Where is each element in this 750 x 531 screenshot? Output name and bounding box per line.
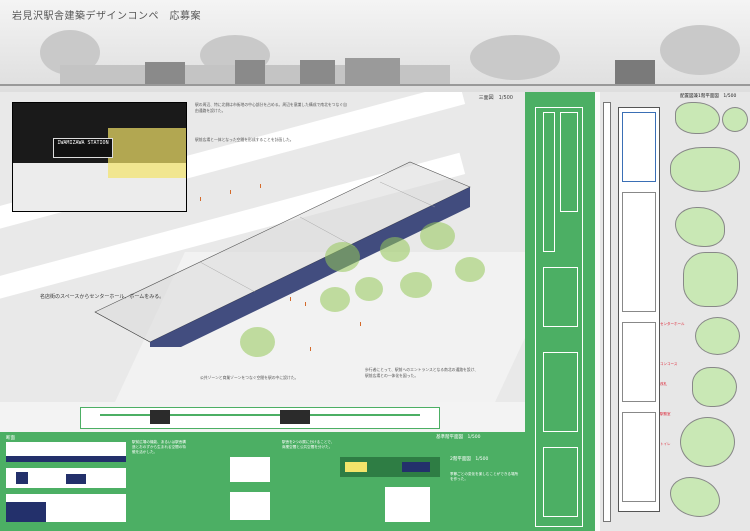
plan-tag: 改札 bbox=[660, 382, 667, 386]
interior-caption: 名店街のスペースからセンターホール、ホームをみる。 bbox=[40, 294, 165, 300]
tree bbox=[380, 237, 410, 262]
green-area bbox=[670, 477, 720, 517]
ground-line bbox=[0, 84, 750, 86]
section-volume bbox=[280, 410, 310, 424]
green-area bbox=[692, 367, 737, 407]
perspective-scale-label: 三面図 1/500 bbox=[478, 95, 513, 101]
side-plan-outline bbox=[535, 107, 583, 527]
tree bbox=[400, 272, 432, 298]
green-area bbox=[683, 252, 738, 307]
perspective-view: 三面図 1/500 IWAMIZAWA STATION 名店街のスペースからセン… bbox=[0, 92, 525, 402]
person bbox=[230, 190, 231, 194]
section-drawing bbox=[0, 402, 525, 432]
side-plan-strip bbox=[525, 92, 595, 531]
station-plan bbox=[618, 107, 660, 512]
section-diagram-bottom bbox=[6, 494, 126, 522]
plan-tag: コンコース bbox=[660, 362, 678, 366]
elevation-volume bbox=[345, 58, 400, 84]
tree bbox=[240, 327, 275, 357]
side-plan-room bbox=[543, 267, 578, 327]
site-plan-scale-label: 配置図兼1階平面図 1/500 bbox=[680, 94, 737, 99]
diagram-block bbox=[16, 472, 28, 484]
section-outline bbox=[80, 407, 440, 429]
green-area bbox=[675, 102, 720, 134]
tree bbox=[320, 287, 350, 312]
green-area bbox=[695, 317, 740, 355]
plan-tag: トイレ bbox=[660, 442, 671, 446]
description-bottom-left: 公共ゾーンと商業ゾーンをつなぐ空間を駅の中に設けた。 bbox=[200, 375, 299, 380]
plan-zone bbox=[622, 112, 656, 182]
diagram-box bbox=[230, 492, 270, 520]
second-floor-header: 2階平面図 1/500 bbox=[450, 457, 489, 462]
side-plan-room bbox=[543, 352, 578, 432]
elevation-volume bbox=[615, 60, 655, 84]
section-diagram-top bbox=[6, 442, 126, 462]
tree-silhouette bbox=[470, 35, 560, 80]
plan-zone bbox=[622, 412, 656, 502]
green-area bbox=[722, 107, 748, 132]
plan-header: 基準階平面図 1/500 bbox=[436, 435, 481, 440]
diagram-band bbox=[6, 456, 126, 462]
tree bbox=[420, 222, 455, 250]
green-area bbox=[680, 417, 735, 467]
site-plan: 配置図兼1階平面図 1/500 センターホール コンコース 改札 駅務室 トイレ bbox=[600, 92, 750, 531]
panel-text-2: 駅舎を2つの層に分けることで、商業空間と公共空間を分けた。 bbox=[282, 440, 335, 449]
green-area bbox=[670, 147, 740, 192]
diagram-tag bbox=[402, 462, 430, 472]
tree-silhouette bbox=[660, 25, 740, 75]
section-volume bbox=[150, 410, 170, 424]
plan-tag: センターホール bbox=[660, 322, 685, 326]
person bbox=[260, 184, 261, 188]
diagram-block bbox=[66, 474, 86, 484]
diagram-box bbox=[230, 457, 270, 482]
person bbox=[290, 297, 291, 301]
green-area bbox=[675, 207, 725, 247]
platform bbox=[603, 102, 611, 522]
panel-text-3: 季節ごとの変化を楽しむことができる場所を作った。 bbox=[450, 472, 519, 481]
plan-tag: 駅務室 bbox=[660, 412, 671, 416]
elevation-band: 岩見沢駅舎建築デザインコンペ 応募案 bbox=[0, 0, 750, 92]
elevation-volume bbox=[145, 62, 185, 84]
station-sign: IWAMIZAWA STATION bbox=[53, 138, 113, 158]
plan-zone bbox=[622, 322, 656, 402]
person bbox=[200, 197, 201, 201]
description-mid: 駅前広場と一体となった空間を形成することを計画した。 bbox=[195, 137, 294, 142]
description-top: 駅の周辺、特に北側は市街地の中心部分を占める。周辺を意識した構成で南北をつなぐ自… bbox=[195, 102, 347, 113]
plan-zone bbox=[622, 192, 656, 312]
bottom-panel: 断面 駅前広場の機能、あるいは駅舎構造とおのずから生まれる空間の特徴を活かした。… bbox=[0, 432, 525, 531]
elevation-volume bbox=[300, 60, 335, 84]
person bbox=[310, 347, 311, 351]
interior-perspective: IWAMIZAWA STATION bbox=[12, 102, 187, 212]
diagram-box bbox=[385, 487, 430, 522]
section-diagram-mid bbox=[6, 468, 126, 488]
diagram-tag bbox=[345, 462, 367, 472]
interior-light bbox=[108, 128, 186, 178]
diagram-block bbox=[6, 502, 46, 522]
page-title: 岩見沢駅舎建築デザインコンペ 応募案 bbox=[12, 11, 201, 22]
panel-text-1: 駅前広場の機能、あるいは駅舎構造とおのずから生まれる空間の特徴を活かした。 bbox=[132, 440, 186, 454]
tree bbox=[325, 242, 360, 272]
section-header: 断面 bbox=[6, 436, 15, 441]
person bbox=[305, 302, 306, 306]
diagram-strip bbox=[340, 457, 440, 477]
station-roof bbox=[94, 161, 471, 347]
tree bbox=[455, 257, 485, 282]
tree bbox=[355, 277, 383, 301]
description-bottom-right: 歩行者にとって、駅前へのエントランスとなる南北の通路を設け、駅前広場との一体化を… bbox=[365, 367, 479, 378]
elevation-volume bbox=[235, 60, 265, 84]
side-plan-room bbox=[543, 112, 555, 252]
person bbox=[360, 322, 361, 326]
side-plan-room bbox=[560, 112, 578, 212]
section-floor bbox=[100, 414, 420, 416]
side-plan-room bbox=[543, 447, 578, 517]
